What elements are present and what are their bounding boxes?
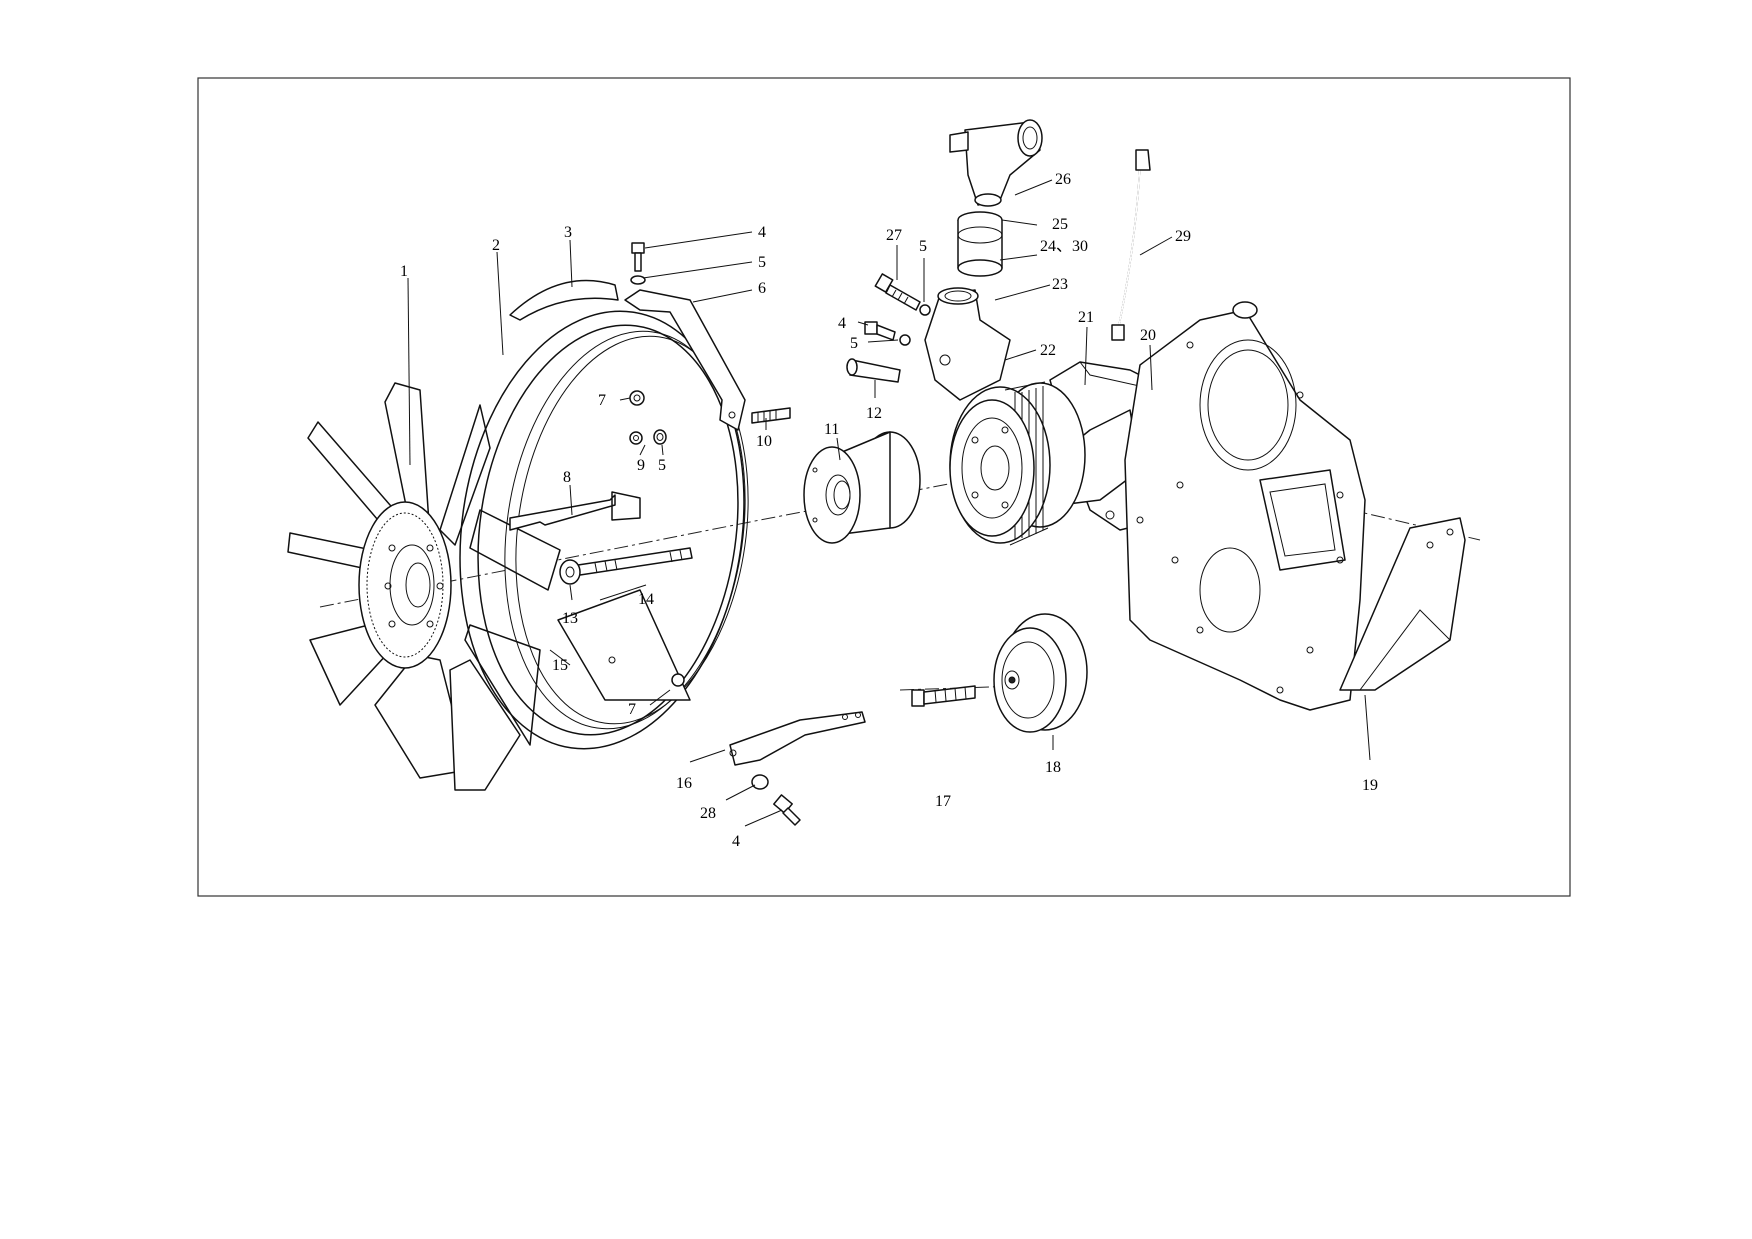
bolt-lower <box>773 794 801 826</box>
label-5-lower-mid: 5 <box>850 335 858 352</box>
label-13: 13 <box>562 610 578 627</box>
label-19: 19 <box>1362 777 1378 794</box>
label-26: 26 <box>1055 171 1071 188</box>
label-11: 11 <box>824 421 839 438</box>
label-8: 8 <box>563 469 571 486</box>
label-16: 16 <box>676 775 692 792</box>
label-7-upper: 7 <box>598 392 606 409</box>
flex-hose <box>1111 149 1151 341</box>
label-24-30: 24、30 <box>1040 238 1088 255</box>
part-labels: 1 2 3 4 5 6 7 9 5 8 10 11 12 13 14 15 7 … <box>400 171 1378 850</box>
label-5-mid: 5 <box>658 457 666 474</box>
drawing-frame <box>197 77 1571 897</box>
gear-housing <box>1124 301 1366 711</box>
bolt-17 <box>911 685 976 707</box>
thermostat-cover <box>949 119 1043 207</box>
label-3: 3 <box>564 224 572 241</box>
sleeve-25 <box>957 211 1003 277</box>
label-1: 1 <box>400 263 408 280</box>
fan-shroud-ring <box>459 310 749 750</box>
label-4-mid: 4 <box>838 315 846 332</box>
label-20: 20 <box>1140 327 1156 344</box>
nut-7-lower <box>671 673 685 687</box>
label-5-upper-mid: 5 <box>919 238 927 255</box>
label-21: 21 <box>1078 309 1094 326</box>
guard-plate <box>1339 517 1466 691</box>
fan <box>287 382 561 791</box>
lower-bracket <box>729 711 866 766</box>
nut-13 <box>559 559 581 585</box>
bolt-top <box>630 242 646 285</box>
label-14: 14 <box>638 591 654 608</box>
label-23: 23 <box>1052 276 1068 293</box>
label-2: 2 <box>492 237 500 254</box>
spacer-11 <box>803 431 921 544</box>
tube-12 <box>846 358 901 383</box>
washer-28 <box>751 774 769 790</box>
tie-rod <box>577 547 693 576</box>
bolt-4-mid <box>864 321 911 346</box>
support-bracket <box>509 491 641 531</box>
label-10: 10 <box>756 433 772 450</box>
stud-10 <box>751 407 791 424</box>
upper-bracket <box>624 289 746 431</box>
label-17: 17 <box>935 793 951 810</box>
thermostat-housing <box>924 287 1011 401</box>
leader-lines <box>407 179 1371 827</box>
label-28: 28 <box>700 805 716 822</box>
label-22: 22 <box>1040 342 1056 359</box>
lower-support-plate <box>557 589 691 701</box>
label-9: 9 <box>637 457 645 474</box>
label-27: 27 <box>886 227 902 244</box>
label-25: 25 <box>1052 216 1068 233</box>
shroud-arc-segment <box>509 279 619 321</box>
label-29: 29 <box>1175 228 1191 245</box>
label-18: 18 <box>1045 759 1061 776</box>
label-4-top: 4 <box>758 224 766 241</box>
idler-pulley <box>993 613 1088 733</box>
label-7-lower: 7 <box>628 701 636 718</box>
label-4-bottom: 4 <box>732 833 740 850</box>
label-6: 6 <box>758 280 766 297</box>
label-12: 12 <box>866 405 882 422</box>
label-15: 15 <box>552 657 568 674</box>
nut-washer-set <box>629 390 667 445</box>
bolt-27 <box>874 273 931 316</box>
label-5-top: 5 <box>758 254 766 271</box>
